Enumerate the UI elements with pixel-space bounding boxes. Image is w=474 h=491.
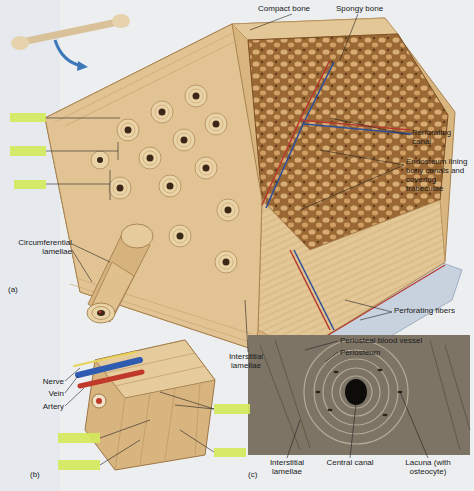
part-label: Compact bone [258,4,328,13]
leader-lines [46,14,428,465]
part-label: Perforating fibers [394,306,472,315]
part-label: (a) [8,285,28,294]
osteons [91,85,239,273]
bone-wedge [45,18,462,372]
part-label: Nerve [22,377,64,386]
pulled-osteon [87,224,153,323]
part-label: Spongy bone [336,4,396,13]
blank-label-highlight [10,113,250,470]
long-bone-thumbnail [11,14,130,71]
part-label: Artery [22,402,64,411]
part-label: Vein [22,389,64,398]
part-label: (b) [30,470,50,479]
part-label: Periosteum [340,348,420,357]
part-label: Periosteal blood vessel [340,336,450,345]
micrograph [248,335,470,455]
osteon-block [74,340,215,470]
part-label: Interstitial lamellae [220,352,272,370]
part-label: Interstitial lamellae [258,458,316,476]
part-label: (c) [248,470,268,479]
part-label: Central canal [326,458,374,467]
part-label: Circumferential lamellae [4,238,72,256]
part-label: Lacuna (with osteocyte) [386,458,470,476]
part-label: Perforating canal [412,128,462,146]
part-label: Endosteum lining bony canals and coverin… [406,157,472,193]
